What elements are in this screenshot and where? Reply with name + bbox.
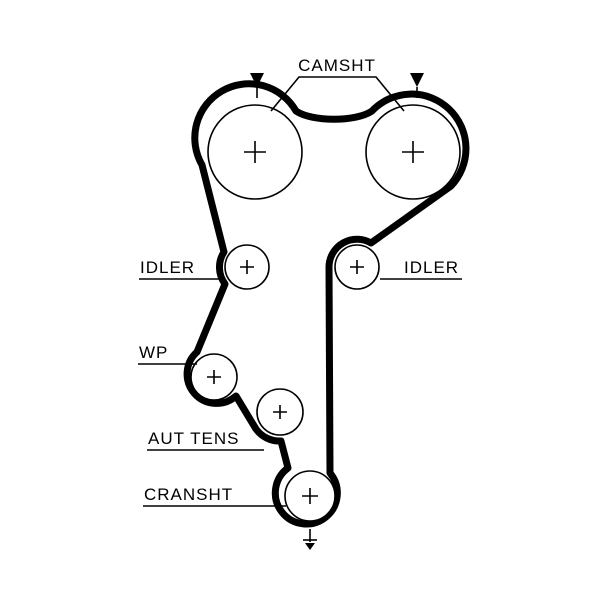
plus-icon <box>207 370 221 384</box>
plus-icon <box>302 488 318 504</box>
crankshaft-label: CRANSHT <box>144 485 233 504</box>
water-pump-label: WP <box>139 343 168 362</box>
idler-left-label: IDLER <box>140 258 195 277</box>
plus-icon <box>273 405 287 419</box>
tensioner-label: AUT TENS <box>148 429 239 448</box>
plus-icon <box>240 260 254 274</box>
camshaft-leader-line <box>270 76 405 112</box>
plus-icon <box>402 141 424 163</box>
idler-right-label: IDLER <box>404 258 459 277</box>
timing-arrow-left-icon <box>250 73 264 98</box>
crankshaft-timing-mark-icon <box>303 529 317 550</box>
belt-path <box>183 80 470 528</box>
timing-arrow-right-icon <box>410 73 424 98</box>
camshaft-label: CAMSHT <box>298 56 376 75</box>
plus-icon <box>350 260 364 274</box>
plus-icon <box>244 141 266 163</box>
